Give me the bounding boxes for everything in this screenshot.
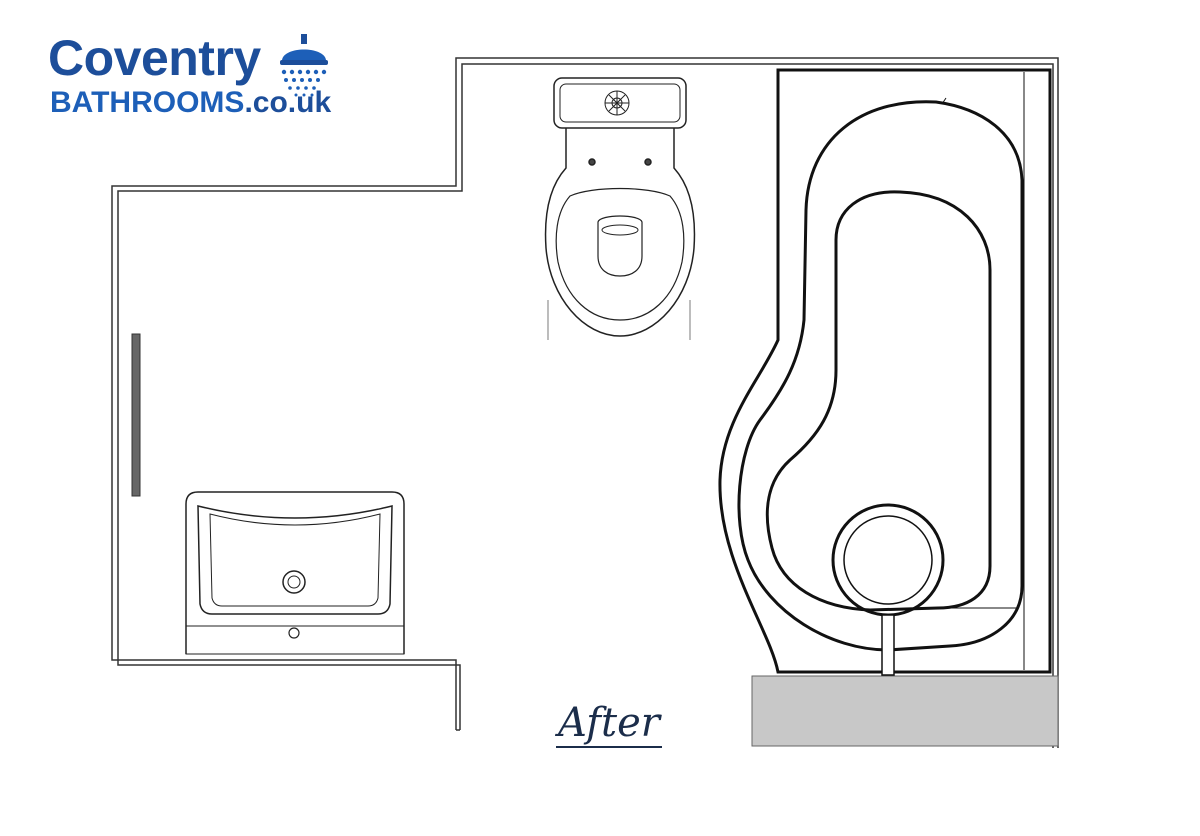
basin-tap (288, 627, 300, 639)
toilet-bowl (597, 215, 643, 277)
radiator (131, 333, 141, 497)
company-logo: Coventry BATHROOMS.co.uk (48, 30, 368, 125)
logo-title: Coventry (48, 30, 261, 86)
walls (111, 57, 1059, 748)
shower-head-icon (280, 34, 328, 97)
toilet-seat-outer (544, 128, 696, 337)
bath-detail-top (941, 97, 947, 105)
bath-step (751, 675, 1059, 747)
basin-bowl-outer (197, 505, 393, 615)
bath-basin (765, 190, 992, 612)
wall-inner (117, 63, 1054, 748)
toilet-seat-inner (555, 187, 685, 321)
toilet-cistern-inner (559, 83, 681, 123)
basin-drain-outer (282, 570, 306, 594)
basin-counter (185, 625, 405, 655)
toilet (544, 77, 696, 340)
logo-subtitle: BATHROOMS.co.uk (50, 86, 331, 120)
basin (185, 491, 405, 655)
toilet-cistern (553, 77, 687, 129)
toilet-hinge-left (588, 158, 596, 166)
bath-waste-inner (843, 515, 933, 605)
wall-outer (111, 57, 1059, 748)
bath-waste-pipe (881, 614, 895, 676)
p-shaped-bath (718, 68, 1059, 747)
toilet-hinge-right (644, 158, 652, 166)
bath-rim (737, 100, 1024, 652)
basin-drain-inner (287, 575, 301, 589)
bath-waste-outer (831, 503, 945, 617)
toilet-waterline (601, 224, 639, 236)
basin-unit (185, 491, 405, 654)
logo-subtitle-main: BATHROOMS (50, 86, 245, 119)
flush-button-icon (604, 90, 630, 116)
bath-frame (718, 68, 1052, 674)
plan-label: After (556, 700, 662, 748)
logo-subtitle-suffix: .co.uk (244, 86, 332, 119)
basin-bowl-inner (209, 513, 381, 607)
